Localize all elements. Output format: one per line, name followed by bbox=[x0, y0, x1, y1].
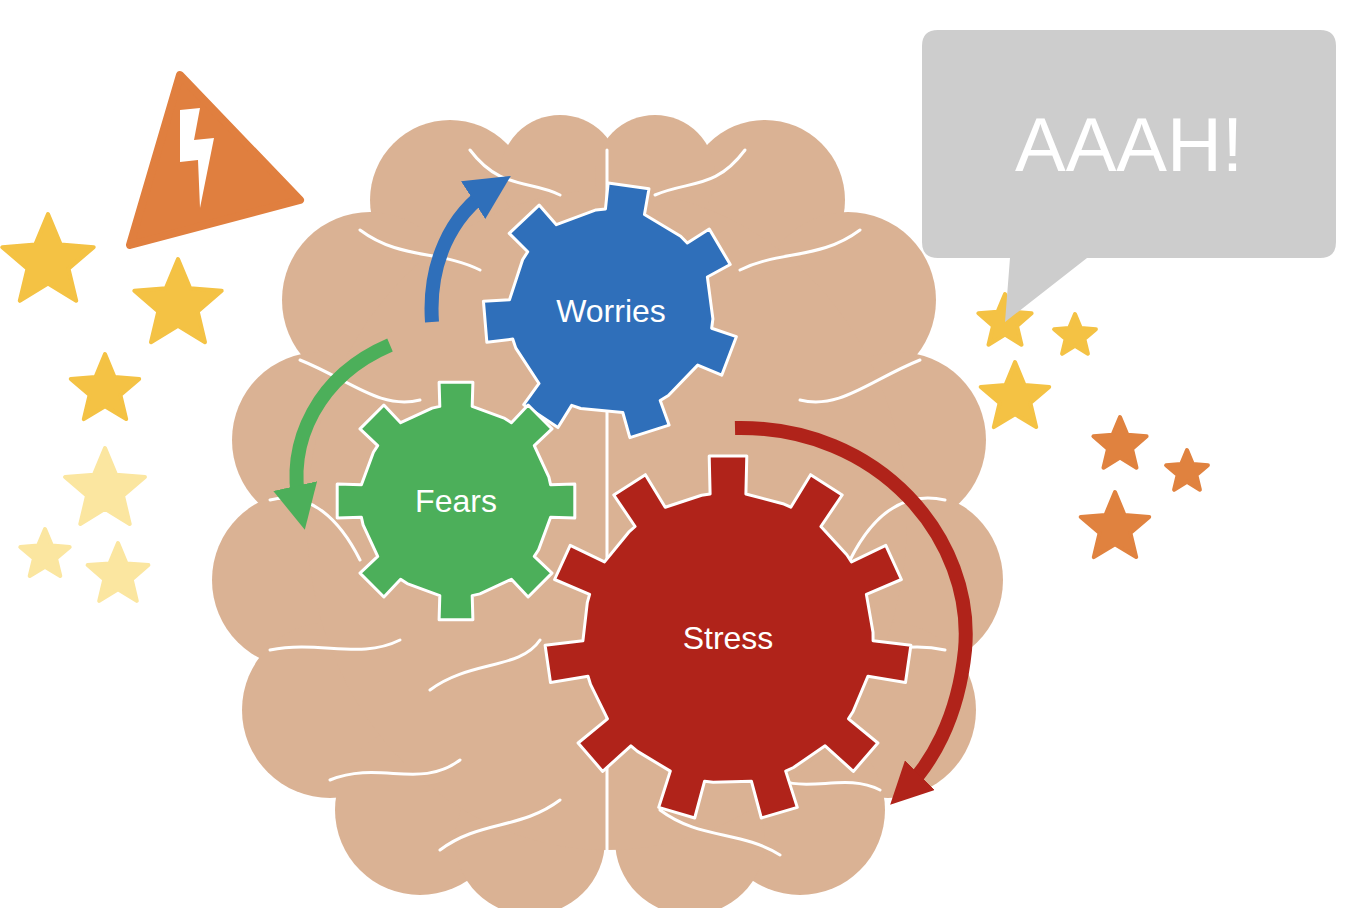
node-label: Worries bbox=[556, 293, 666, 330]
star bbox=[981, 362, 1049, 427]
star bbox=[1093, 417, 1146, 468]
star bbox=[134, 259, 221, 342]
brain-folds bbox=[270, 150, 945, 880]
star bbox=[65, 448, 145, 524]
star bbox=[88, 543, 149, 601]
stress-gear: Stress bbox=[542, 452, 914, 824]
brain-fill bbox=[212, 115, 1003, 908]
star bbox=[1166, 450, 1208, 490]
star bbox=[71, 354, 139, 419]
star bbox=[20, 529, 69, 576]
node-label: Stress bbox=[683, 620, 774, 657]
brain-outline bbox=[212, 115, 1003, 908]
node-label: Fears bbox=[415, 483, 497, 520]
fears-gear: Fears bbox=[333, 378, 579, 624]
warning-sign bbox=[130, 75, 300, 245]
node-label: AAAH! bbox=[1015, 101, 1243, 188]
star bbox=[2, 214, 93, 301]
star bbox=[1081, 492, 1149, 557]
worries-gear: Worries bbox=[480, 180, 742, 442]
speech-bubble: AAAH! bbox=[922, 30, 1336, 258]
star bbox=[1054, 314, 1096, 354]
